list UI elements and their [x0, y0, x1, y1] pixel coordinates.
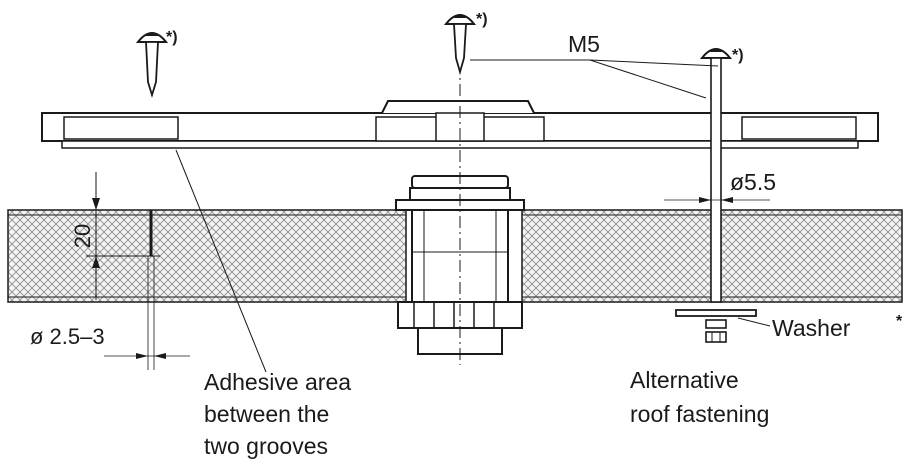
adhesive-line-3: two grooves: [204, 433, 328, 459]
washer-part: [675, 309, 757, 343]
depth-label: 20: [70, 224, 95, 248]
screw-center: [443, 14, 477, 76]
washer-note: *: [896, 313, 903, 330]
thread-label: M5: [568, 31, 600, 57]
screw-note-3: *): [732, 47, 744, 64]
washer-label: Washer: [772, 315, 851, 341]
screw-note-2: *): [476, 11, 488, 28]
screw-left: [135, 32, 169, 99]
bolt-right: [699, 48, 733, 303]
groove-diameter-label: ø 2.5–3: [30, 324, 105, 349]
adhesive-line-1: Adhesive area: [204, 369, 351, 395]
leader-lines: [175, 59, 771, 373]
hole-dim: [664, 182, 770, 208]
alt-line-1: Alternative: [630, 367, 739, 393]
adhesive-line-2: between the: [204, 401, 329, 427]
hole-diameter-label: ø5.5: [730, 169, 776, 195]
groove-dim: [104, 256, 190, 370]
alt-line-2: roof fastening: [630, 401, 769, 427]
screw-note-1: *): [166, 29, 178, 46]
